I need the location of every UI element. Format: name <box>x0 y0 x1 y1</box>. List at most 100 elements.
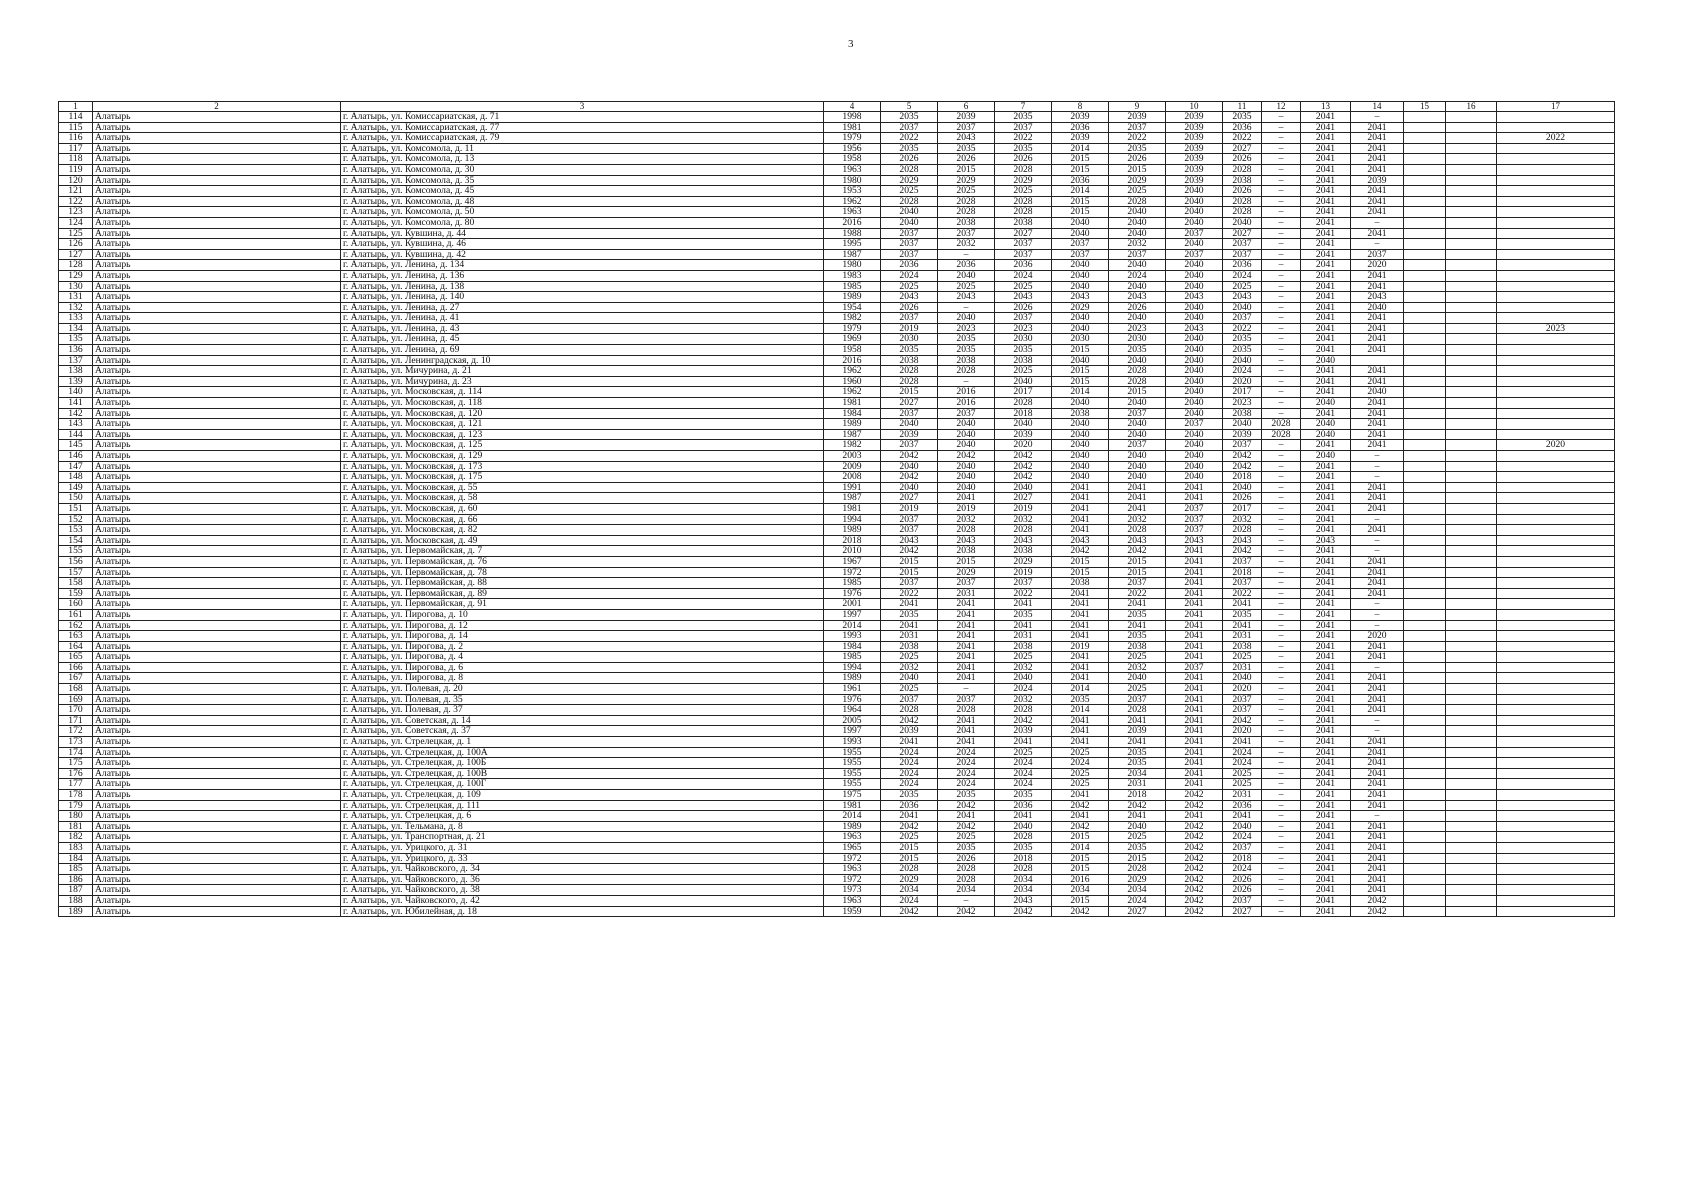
row-number-cell: 156 <box>58 555 93 568</box>
city-cell: Алатырь <box>92 873 341 886</box>
table-cell: 2028 <box>880 163 938 176</box>
table-cell: – <box>1261 333 1301 346</box>
table-cell: 2041 <box>1108 598 1166 610</box>
table-cell: 2041 <box>1108 714 1166 727</box>
table-cell: – <box>1261 619 1301 632</box>
table-cell: 1962 <box>823 386 881 399</box>
table-cell: 1988 <box>823 227 881 240</box>
column-header: 16 <box>1445 101 1497 112</box>
table-cell: – <box>937 375 995 388</box>
address-cell: г. Алатырь, ул. Московская, д. 175 <box>340 471 824 483</box>
table-cell: 2041 <box>1350 704 1404 716</box>
table-cell <box>1496 354 1615 367</box>
table-cell: – <box>1261 736 1301 748</box>
city-cell: Алатырь <box>92 555 341 568</box>
city-cell: Алатырь <box>92 714 341 727</box>
table-cell: 2035 <box>994 789 1052 801</box>
table-cell: 2028 <box>994 863 1052 875</box>
table-cell: 2038 <box>937 545 995 557</box>
table-cell: 1962 <box>823 365 881 377</box>
table-cell: 2041 <box>1300 619 1351 632</box>
table-cell <box>1403 831 1446 843</box>
table-cell: 2040 <box>1165 280 1223 293</box>
row-number-cell: 127 <box>58 248 93 261</box>
table-cell: – <box>1261 439 1301 451</box>
address-cell: г. Алатырь, ул. Московская, д. 55 <box>340 481 824 494</box>
table-cell: 2041 <box>1165 746 1223 759</box>
address-cell: г. Алатырь, ул. Ленинградская, д. 10 <box>340 354 824 367</box>
table-cell: 2041 <box>1165 598 1223 610</box>
table-cell: 2040 <box>880 216 938 229</box>
table-cell <box>1403 714 1446 727</box>
table-cell: 1955 <box>823 746 881 759</box>
table-cell <box>1496 301 1615 314</box>
table-cell <box>1403 630 1446 642</box>
table-cell: 2037 <box>1222 894 1262 907</box>
table-cell: 2041 <box>1300 481 1351 494</box>
table-cell: 2040 <box>937 269 995 282</box>
table-cell: 2025 <box>1108 683 1166 695</box>
table-cell: 2043 <box>937 534 995 547</box>
city-cell: Алатырь <box>92 778 341 790</box>
table-cell <box>1445 291 1497 303</box>
row-number-cell: 115 <box>58 121 93 134</box>
address-cell: г. Алатырь, ул. Пирогова, д. 12 <box>340 619 824 632</box>
table-cell: 2016 <box>823 354 881 367</box>
table-cell: 1953 <box>823 185 881 197</box>
table-cell: 2015 <box>1108 555 1166 568</box>
table-cell: 2040 <box>1108 672 1166 685</box>
table-cell: 2041 <box>1051 789 1109 801</box>
city-cell: Алатырь <box>92 513 341 526</box>
table-cell: 2042 <box>994 460 1052 473</box>
table-cell: 2043 <box>1222 291 1262 303</box>
table-cell <box>1445 545 1497 557</box>
table-cell: 2026 <box>1222 884 1262 896</box>
table-cell: 1955 <box>823 778 881 790</box>
city-cell: Алатырь <box>92 566 341 579</box>
table-cell: 2015 <box>880 852 938 865</box>
address-cell: г. Алатырь, ул. Кувшина, д. 46 <box>340 238 824 250</box>
table-cell: 2042 <box>1350 894 1404 907</box>
table-cell: 2037 <box>1108 577 1166 589</box>
table-cell: 2015 <box>1051 163 1109 176</box>
table-cell: 2036 <box>1222 121 1262 134</box>
table-cell: 2015 <box>880 566 938 579</box>
table-cell: 2022 <box>1108 132 1166 144</box>
table-cell: 2042 <box>1165 799 1223 812</box>
table-cell <box>1403 195 1446 208</box>
table-cell: 2023 <box>994 322 1052 335</box>
table-cell <box>1496 577 1615 589</box>
table-cell: 2041 <box>1300 608 1351 621</box>
table-cell: 2042 <box>1222 714 1262 727</box>
table-cell: 2028 <box>1108 195 1166 208</box>
table-cell: 2037 <box>1108 439 1166 451</box>
table-cell: 2037 <box>1222 693 1262 706</box>
table-cell: 2041 <box>1300 789 1351 801</box>
table-cell: – <box>1261 153 1301 165</box>
table-cell: 2041 <box>1350 227 1404 240</box>
table-cell: 2032 <box>994 693 1052 706</box>
table-cell: 1958 <box>823 344 881 356</box>
table-cell: 2019 <box>880 502 938 515</box>
city-cell: Алатырь <box>92 344 341 356</box>
table-cell: – <box>1350 725 1404 738</box>
table-cell: 2024 <box>994 683 1052 695</box>
table-cell: 2041 <box>1300 746 1351 759</box>
address-cell: г. Алатырь, ул. Кувшина, д. 44 <box>340 227 824 240</box>
table-cell: 2042 <box>1108 799 1166 812</box>
city-cell: Алатырь <box>92 545 341 557</box>
table-cell <box>1445 365 1497 377</box>
table-cell: 2041 <box>1300 375 1351 388</box>
table-cell: 2035 <box>1108 608 1166 621</box>
table-cell: 2041 <box>1222 619 1262 632</box>
table-cell: 2018 <box>823 534 881 547</box>
table-cell: 2041 <box>1350 163 1404 176</box>
table-cell: 2020 <box>1222 725 1262 738</box>
table-cell <box>1445 301 1497 314</box>
table-cell: – <box>1261 799 1301 812</box>
table-cell: 2041 <box>1300 291 1351 303</box>
